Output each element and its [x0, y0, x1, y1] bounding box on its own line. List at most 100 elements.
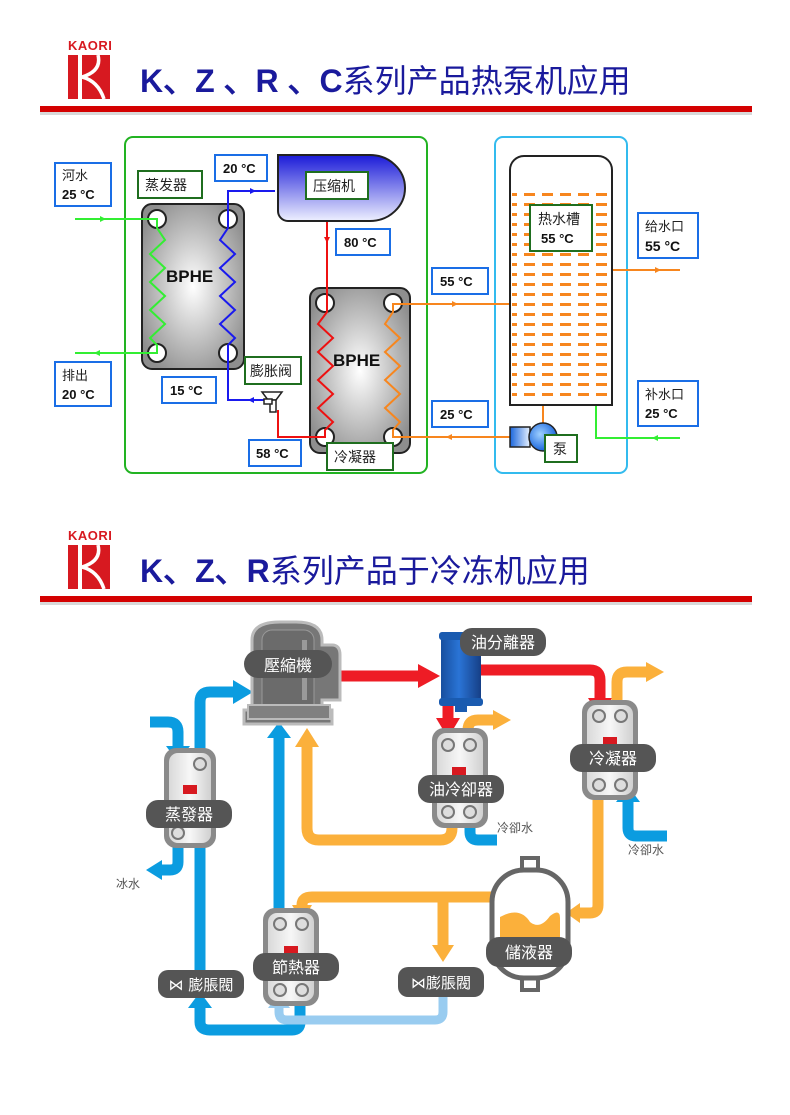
svg-text:压缩机: 压缩机 [313, 179, 355, 195]
svg-text:25 °C: 25 °C [440, 407, 473, 422]
arrow-up-icon [267, 722, 291, 738]
expansion-valve-icon [260, 391, 284, 413]
oil-separator-label-bg [460, 628, 546, 656]
arrow-right-icon [646, 662, 664, 682]
arrow-right-icon [418, 664, 440, 688]
economizer-flash-line [274, 996, 448, 1025]
oil-separator-label: 油分離器 [471, 633, 535, 652]
svg-text:55 °C: 55 °C [541, 231, 574, 246]
cooling-water-label-1: 冷卻水 [497, 821, 533, 835]
receiver-tank [489, 856, 571, 992]
arrow-down-icon [432, 945, 454, 962]
temp-evap-in-label: 15 °C [161, 376, 217, 404]
cooling-water-label-2: 冷卻水 [628, 843, 664, 857]
svg-text:80 °C: 80 °C [344, 235, 377, 250]
evaporator-bphe [141, 203, 245, 370]
svg-text:排出: 排出 [62, 369, 88, 384]
expansion-valve-label: 膨胀阀 [244, 356, 302, 385]
expansion-valve-1-label: ⋈ 膨脹閥 [169, 976, 234, 994]
svg-text:河水: 河水 [62, 169, 88, 184]
arrow-up-icon [188, 992, 212, 1008]
arrow-left-icon [652, 435, 658, 441]
evaporator-label: 蒸發器 [165, 805, 213, 824]
temp-discharge-label: 80 °C [335, 228, 391, 256]
svg-text:55 °C: 55 °C [645, 238, 680, 254]
svg-text:热水槽: 热水槽 [538, 212, 580, 228]
arrow-up-icon [295, 728, 319, 747]
discharge-label: 排出 20 °C [54, 361, 112, 407]
hot-water-tank [509, 155, 613, 406]
svg-text:58 °C: 58 °C [256, 446, 289, 461]
title-models: K、Z、R [140, 553, 270, 589]
temp-return-label: 25 °C [431, 400, 489, 428]
expansion-valve-2-label: ⋈膨脹閥 [411, 974, 471, 992]
economizer-label: 節熱器 [272, 958, 320, 977]
condenser-label: 冷凝器 [326, 442, 394, 471]
supply-outlet-label: 给水口 55 °C [637, 212, 699, 259]
arrow-right-icon [233, 680, 253, 704]
header-divider [40, 106, 752, 112]
header-divider-shadow [40, 602, 752, 605]
arrow-right-icon [452, 301, 458, 307]
evaporator-label-bg [146, 800, 232, 828]
title-models: K、Z 、R 、C [140, 63, 343, 99]
makeup-inlet-label: 补水口 25 °C [637, 380, 699, 427]
svg-text:蒸发器: 蒸发器 [145, 178, 187, 194]
receiver-label: 儲液器 [505, 943, 553, 962]
pump-label: 泵 [544, 434, 578, 463]
svg-text:25 °C: 25 °C [62, 187, 95, 202]
chilled-water-label: 冰水 [116, 877, 140, 891]
arrow-right-icon [250, 188, 256, 194]
evaporator-hx [164, 748, 216, 848]
oil-cooler-label: 油冷卻器 [429, 780, 493, 799]
svg-text:55 °C: 55 °C [440, 274, 473, 289]
kaori-k-icon [68, 544, 110, 590]
page-title: K、Z 、R 、C系列产品热泵机应用 [140, 56, 631, 102]
oil-cooler-label-bg [418, 775, 504, 803]
arrow-left-icon [446, 434, 452, 440]
header-divider-shadow [40, 112, 752, 115]
chiller-diagram: 壓縮機 油分離器 油冷卻器 冷卻水 冷凝器 冷卻水 [116, 620, 667, 1036]
temp-suction-label: 20 °C [214, 154, 268, 182]
svg-text:20 °C: 20 °C [223, 161, 256, 176]
arrow-down-icon [324, 237, 330, 243]
refrigerant-high-line [277, 222, 335, 438]
condenser-label: 冷凝器 [589, 749, 637, 768]
expansion-valve-1-label-bg [158, 970, 244, 998]
suction-line [150, 686, 667, 1036]
heat-pump-diagram: 河水 25 °C 排出 20 °C 20 °C 80 °C 15 °C 58 °… [54, 136, 699, 474]
arrow-right-icon [493, 710, 511, 730]
svg-text:给水口: 给水口 [645, 220, 684, 235]
section2-header: KAORI K、Z、R系列产品于冷冻机应用 [40, 520, 752, 610]
river-water-line [75, 218, 167, 354]
evaporator-label: 蒸发器 [137, 170, 203, 199]
logo-text: KAORI [68, 528, 113, 543]
compressor-icon [242, 620, 342, 726]
refrigerant-low-line [218, 190, 275, 401]
kaori-logo: KAORI [68, 528, 118, 593]
liquid-line [296, 666, 648, 948]
svg-text:膨胀阀: 膨胀阀 [250, 363, 292, 380]
svg-text:补水口: 补水口 [645, 388, 684, 403]
page-title: K、Z、R系列产品于冷冻机应用 [140, 546, 590, 592]
title-text: 系列产品热泵机应用 [342, 62, 631, 100]
temp-liquid-label: 58 °C [248, 439, 302, 467]
svg-text:15 °C: 15 °C [170, 383, 203, 398]
svg-text:泵: 泵 [553, 442, 567, 458]
title-text: 系列产品于冷冻机应用 [269, 552, 590, 590]
compressor-label: 壓縮機 [264, 656, 312, 675]
condenser-label-bg [570, 744, 656, 772]
expansion-valve-2-label-bg [398, 967, 484, 997]
kaori-logo: KAORI [68, 38, 118, 103]
svg-text:25 °C: 25 °C [645, 406, 678, 421]
logo-text: KAORI [68, 38, 113, 53]
arrow-right-icon [655, 267, 661, 273]
economizer-label-bg [253, 953, 339, 981]
tank-label: 热水槽 55 °C [529, 204, 593, 252]
compressor-label: 压缩机 [305, 171, 369, 200]
evaporator-bphe-text: BPHE [166, 267, 213, 286]
arrow-left-icon [566, 903, 580, 923]
svg-text:冷凝器: 冷凝器 [334, 450, 376, 466]
kaori-k-icon [68, 54, 110, 100]
arrow-left-icon [248, 397, 254, 403]
